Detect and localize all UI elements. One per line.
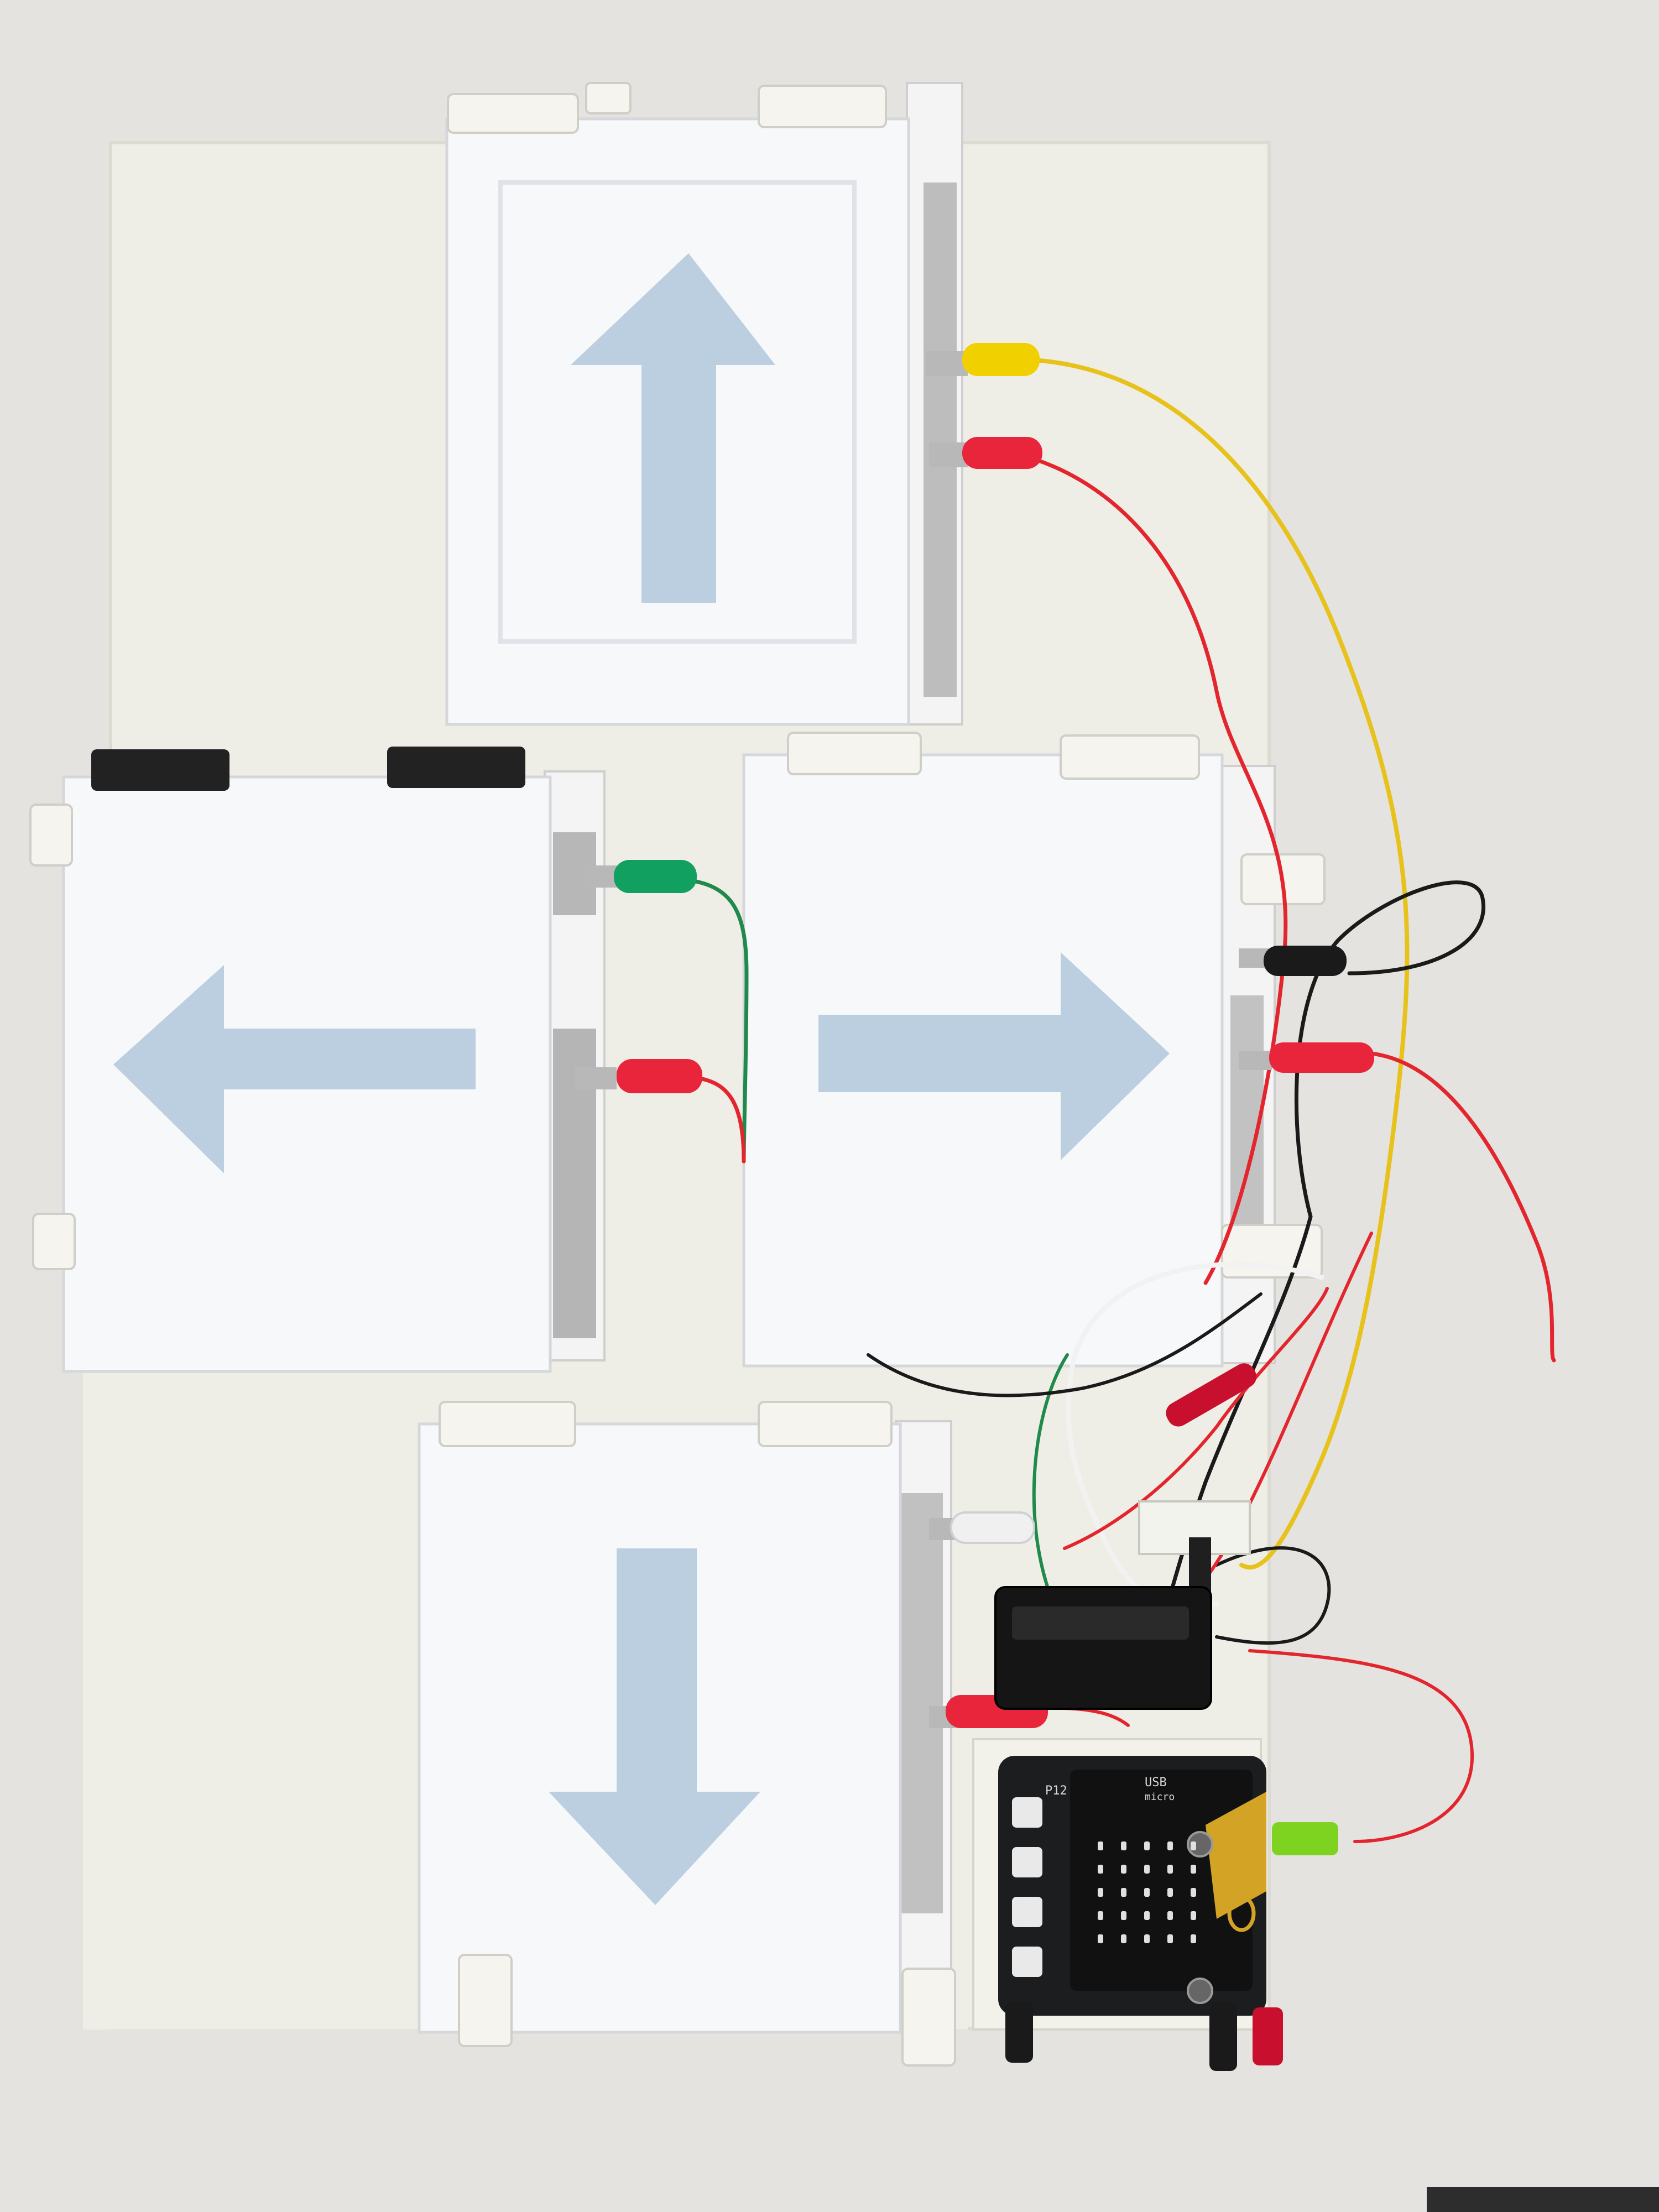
croc-clip-black <box>1264 946 1347 976</box>
arrow-right-icon <box>818 952 1170 1160</box>
microbit-board: USB micro P12 <box>998 1756 1338 2016</box>
led-3-4 <box>1191 1911 1196 1920</box>
touch-logo <box>1227 1895 1256 1932</box>
led-4-0 <box>1098 1934 1103 1943</box>
panel-left <box>29 747 606 1373</box>
led-1-3 <box>1167 1865 1173 1874</box>
led-2-0 <box>1098 1888 1103 1897</box>
clip-down-1 <box>439 1401 576 1447</box>
clip-right-1 <box>787 732 922 775</box>
wire-red-board <box>1248 1649 1474 1843</box>
clip-up-1 <box>447 93 579 134</box>
label-pin: P12 <box>1045 1784 1067 1798</box>
led-0-2 <box>1144 1841 1150 1850</box>
battery-holder <box>994 1586 1212 1710</box>
wire-red-up <box>1013 451 1288 1285</box>
clip-down-4 <box>901 1968 956 2067</box>
label-micro: micro <box>1145 1791 1175 1803</box>
led-3-3 <box>1167 1911 1173 1920</box>
croc-clip-red-right <box>1269 1042 1374 1073</box>
contact-up-2 <box>929 442 968 467</box>
arrow-up-icon <box>571 253 775 603</box>
led-1-1 <box>1121 1865 1126 1874</box>
led-matrix <box>1098 1841 1196 1943</box>
panel-down-foil <box>901 1493 943 1913</box>
wire-red-left <box>697 1076 746 1164</box>
led-4-2 <box>1144 1934 1150 1943</box>
arrow-down-icon <box>549 1548 760 1905</box>
wire-black-bottom <box>867 1292 1262 1397</box>
contact-right-2 <box>1239 1051 1272 1070</box>
panel-right <box>742 732 1326 1368</box>
led-2-3 <box>1167 1888 1173 1897</box>
corner-object <box>1427 2187 1659 2212</box>
clip-right-2 <box>1060 734 1200 780</box>
board-gold-edge <box>1206 1792 1266 1919</box>
contact-up-1 <box>926 351 968 376</box>
wire-yellow <box>1013 357 1410 1570</box>
led-4-1 <box>1121 1934 1126 1943</box>
plug-black-2 <box>1209 2002 1237 2071</box>
wire-red-right <box>1369 1051 1556 1363</box>
led-1-2 <box>1144 1865 1150 1874</box>
led-0-1 <box>1121 1841 1126 1850</box>
clip-left-2 <box>387 747 525 788</box>
label-usb: USB <box>1145 1776 1167 1790</box>
led-0-0 <box>1098 1841 1103 1850</box>
wire-sleeve-red <box>1166 1363 1257 1427</box>
banana-plugs <box>1005 2002 1283 2071</box>
arrow-left-icon <box>113 965 476 1173</box>
pin-header-left-1 <box>1012 1797 1042 1828</box>
led-2-4 <box>1191 1888 1196 1897</box>
touch-sensor-board <box>1138 1500 1251 1598</box>
clip-left-1 <box>91 749 229 791</box>
croc-clip-red-up <box>962 437 1042 469</box>
crocodile-clips <box>575 343 1374 1728</box>
clip-down-2 <box>758 1401 893 1447</box>
plug-black-1 <box>1005 2002 1033 2063</box>
croc-clip-red-left <box>617 1059 702 1093</box>
panel-down <box>418 1401 956 2067</box>
led-3-1 <box>1121 1911 1126 1920</box>
battery-holder-lid <box>1012 1606 1189 1640</box>
led-2-1 <box>1121 1888 1126 1897</box>
pin-header-left-4 <box>1012 1947 1042 1977</box>
led-4-4 <box>1191 1934 1196 1943</box>
led-3-0 <box>1098 1911 1103 1920</box>
led-2-2 <box>1144 1888 1150 1897</box>
led-0-4 <box>1191 1841 1196 1850</box>
wire-green <box>681 877 749 1164</box>
croc-clip-green <box>614 860 697 893</box>
croc-clip-white <box>950 1511 1035 1544</box>
clip-down-3 <box>458 1954 513 2047</box>
pin-header-left-2 <box>1012 1847 1042 1877</box>
clip-up-2 <box>585 82 632 114</box>
plug-red <box>1253 2007 1283 2065</box>
led-4-3 <box>1167 1934 1173 1943</box>
panel-up-frame <box>498 180 857 644</box>
clip-left-side-2 <box>32 1213 76 1270</box>
panel-up-foil <box>924 182 957 697</box>
led-1-4 <box>1191 1865 1196 1874</box>
panel-up <box>445 82 963 726</box>
clip-up-3 <box>758 85 887 128</box>
contact-left-2 <box>575 1067 617 1089</box>
led-1-0 <box>1098 1865 1103 1874</box>
green-connector <box>1272 1822 1338 1855</box>
pin-header-left-3 <box>1012 1897 1042 1927</box>
button-b <box>1187 1978 1213 2004</box>
wire-red-bottom-2 <box>1063 1287 1329 1550</box>
wire-black-sensor <box>1215 1546 1331 1645</box>
croc-clip-yellow <box>962 343 1040 376</box>
led-3-2 <box>1144 1911 1150 1920</box>
clip-left-side-1 <box>29 804 73 867</box>
led-0-3 <box>1167 1841 1173 1850</box>
